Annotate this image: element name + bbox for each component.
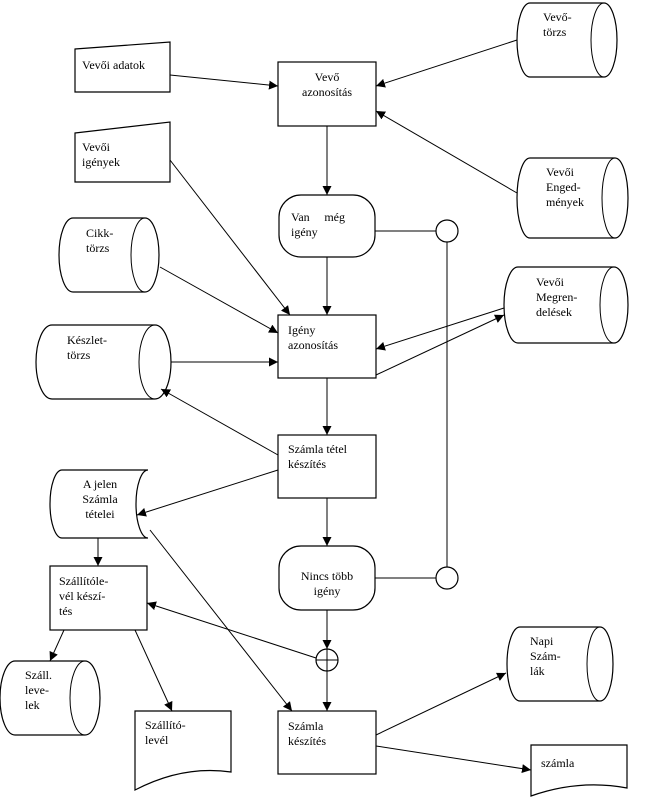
arrow-vevoi-engedmenyek-to-vevo-azonositas <box>375 110 518 194</box>
arrow-igeny-azonositas-to-vevoi-megrendelesek <box>375 314 505 376</box>
szallitolevel-document-shape <box>134 710 232 791</box>
cikk-torzs-label: Cikk- törzs <box>86 226 114 255</box>
merge-connector-cross <box>316 649 338 671</box>
arrow-vevoi-megrendelesek-to-igeny-azonositas <box>375 307 505 351</box>
szallitolevel-keszites-label: Szállítóle- vél készí- tés <box>59 574 109 618</box>
arrow-vevoi-igenyek-to-igeny-azonositas <box>169 159 291 316</box>
a-jelen-szamla-tetelei-label: A jelen Számla tételei <box>82 477 118 521</box>
arrow-vevo-torzs-to-vevo-azonositas <box>375 39 518 88</box>
vevo-azonositas-label: Vevő azonosítás <box>302 70 352 99</box>
vevoi-adatok-input-shape <box>74 41 171 93</box>
szamla-keszites-label: Számla készítés <box>288 719 326 748</box>
arrow-szamla-keszites-to-szamla <box>375 745 532 774</box>
connector-circle-top <box>435 219 459 243</box>
vevo-torzs-label: Vevő- törzs <box>543 10 572 39</box>
szamla-tetel-keszites-label: Számla tétel készítés <box>288 442 347 471</box>
vevoi-igenyek-input-shape <box>74 121 171 183</box>
szall-levelek-label: Száll. leve- lek <box>25 668 52 712</box>
a-jelen-szamla-tetelei-storage-shape <box>49 469 149 539</box>
arrow-szallitolevel-keszites-to-szall-levelek <box>49 629 65 662</box>
szamla-keszites-process-shape <box>277 710 377 775</box>
napi-szamlak-label: Napi Szám- lák <box>530 634 561 678</box>
van-meg-igeny-label-line1: Van még <box>291 210 345 224</box>
szamla-tetel-keszites-process-shape <box>277 434 377 499</box>
loop-line <box>375 230 448 579</box>
arrow-szamla-keszites-to-napi-szamlak <box>375 672 507 736</box>
vevoi-engedmenyek-label: Vevői Enged- mények <box>546 165 584 209</box>
szamla-label: számla <box>541 756 575 770</box>
arrow-szamla-tetelei-to-szamla-keszites <box>149 529 293 712</box>
igeny-azonositas-label: Igény azonosítás <box>288 323 338 352</box>
keszlet-torzs-label: Készlet- törzs <box>67 333 107 362</box>
vevo-azonositas-process-shape <box>277 61 377 127</box>
vevoi-megrendelesek-label: Vevői Megren- delések <box>536 275 578 319</box>
arrow-szallitolevel-keszites-to-szallitolevel <box>134 629 173 712</box>
arrow-vevoi-adatok-to-vevo-azonositas <box>169 74 279 90</box>
szallitolevel-label: Szállító- levél <box>145 718 186 747</box>
vevoi-igenyek-label: Vevői igények <box>82 140 120 169</box>
szallitolevel-keszites-process-shape <box>49 565 148 631</box>
arrow-szamla-tetel-to-keszlet-torzs <box>160 388 279 456</box>
arrow-szamla-tetel-to-a-jelen-szamla-tetelei <box>136 469 279 517</box>
arrow-merge-to-szallitolevel-keszites <box>146 601 317 659</box>
nincs-tobb-igeny-label: Nincs több igény <box>300 569 354 598</box>
van-meg-igeny-label-line2: igény <box>291 225 318 239</box>
vevoi-adatok-label: Vevői adatok <box>82 58 145 72</box>
connector-circle-bottom <box>435 566 459 590</box>
arrow-cikk-torzs-to-igeny-azonositas <box>159 266 279 334</box>
szamla-document-shape <box>530 744 628 797</box>
